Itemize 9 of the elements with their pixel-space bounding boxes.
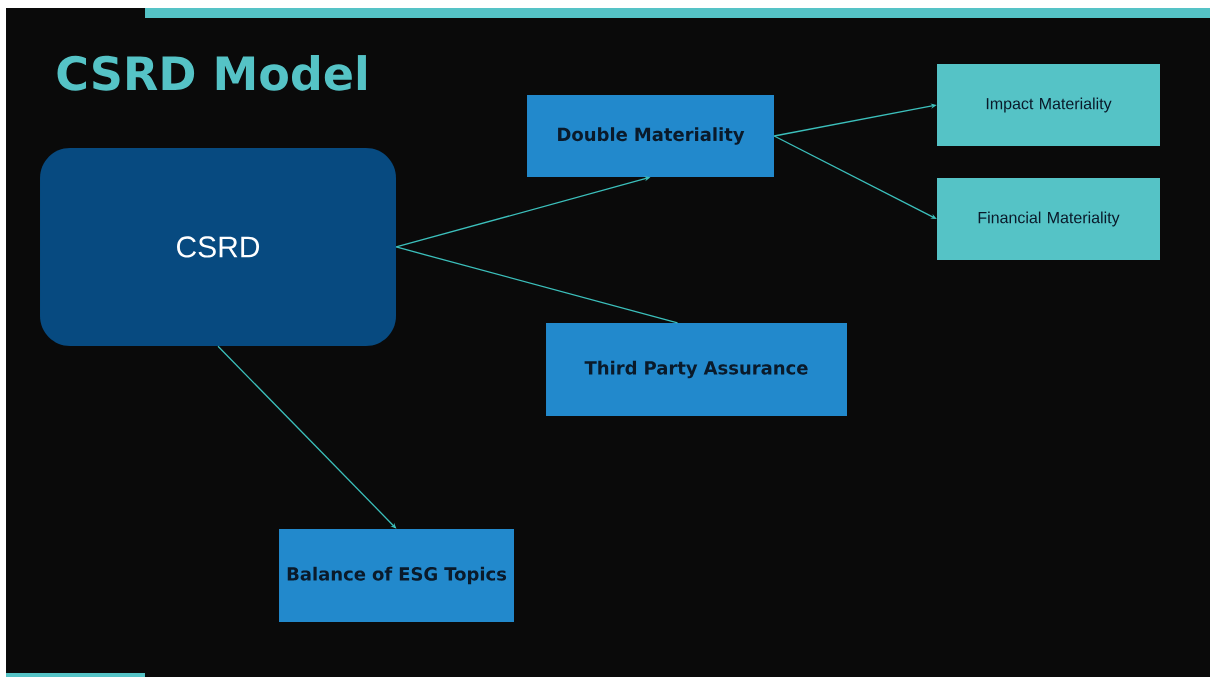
rounded-box: CSRD [40,148,396,346]
process-box: Financial Materiality [937,178,1160,260]
process-box: Impact Materiality [937,64,1160,146]
arrow [773,135,937,219]
process-box: Double Materiality [527,95,774,177]
arrow [217,345,397,529]
process-box: Third Party Assurance [546,323,847,416]
process-box: Balance of ESG Topics [279,529,514,622]
title: CSRD Model [57,55,366,91]
